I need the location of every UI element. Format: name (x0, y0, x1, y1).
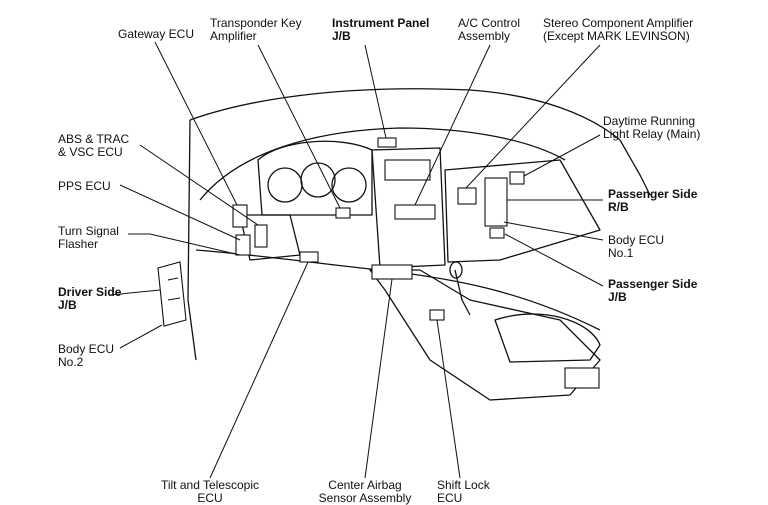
label-shift-lock-ecu: Shift Lock ECU (437, 478, 490, 505)
leader-passenger-jb (504, 233, 604, 287)
airbag-sensor-box (371, 264, 413, 280)
shift-lock-box (429, 309, 445, 321)
passenger-rb-box (484, 177, 508, 227)
leader-ac (414, 44, 491, 206)
left-pillar (187, 119, 197, 361)
stereo-amp-box (457, 187, 477, 205)
label-turn-signal-flasher: Turn Signal Flasher (58, 224, 119, 251)
label-instrument-panel-jb: Instrument Panel J/B (332, 16, 430, 43)
leader-tilt (209, 261, 309, 479)
instrument-panel-jb-box (377, 137, 397, 148)
driver-side-jb-module (157, 261, 187, 327)
dash-upper-edge (199, 127, 566, 201)
center-stack (371, 147, 446, 269)
gauge-left (267, 167, 303, 203)
label-body-ecu-no1: Body ECU No.1 (608, 233, 665, 260)
leader-turn-signal (128, 233, 241, 256)
right-pillar (619, 139, 651, 196)
rear-vent (564, 367, 600, 389)
leader-abs (139, 144, 259, 226)
abs-ecu-box (254, 224, 268, 248)
leader-body-ecu-2 (119, 324, 163, 349)
label-abs-trac-vsc-ecu: ABS & TRAC & VSC ECU (58, 132, 130, 159)
label-tilt-telescopic-ecu: Tilt and Telescopic ECU (160, 478, 260, 505)
gauge-right (331, 167, 367, 203)
label-driver-side-jb: Driver Side J/B (58, 285, 122, 312)
passenger-jb-box (489, 227, 505, 239)
label-transponder-key-amplifier: Transponder Key Amplifier (210, 16, 302, 43)
vents-center (384, 159, 431, 181)
label-passenger-side-jb: Passenger Side J/B (608, 277, 698, 304)
leader-drl (523, 134, 601, 177)
leader-shift-lock (436, 319, 461, 479)
label-body-ecu-no2: Body ECU No.2 (58, 342, 115, 369)
leader-stereo (465, 44, 601, 189)
label-daytime-running-light-relay: Daytime Running Light Relay (Main) (603, 114, 701, 141)
leader-gateway (154, 41, 238, 206)
gauge-center (300, 162, 336, 198)
leader-body-ecu-1 (503, 221, 604, 241)
shift-knob (449, 261, 463, 279)
leader-transponder (257, 44, 341, 209)
leader-ip-jb (364, 44, 387, 139)
armrest (494, 313, 601, 363)
leader-pps (119, 184, 241, 241)
label-stereo-component-amplifier: Stereo Component Amplifier (Except MARK … (543, 16, 694, 43)
label-passenger-side-rb: Passenger Side R/B (608, 187, 698, 214)
dash-top-outline (189, 88, 621, 141)
leader-driver-jb (109, 289, 161, 296)
cluster-hood (257, 140, 373, 216)
shift-lever (454, 269, 471, 316)
transponder-box (335, 207, 351, 219)
dash-lower-edge (195, 249, 601, 331)
label-ac-control-assembly: A/C Control Assembly (458, 16, 521, 43)
pps-ecu-box (235, 234, 251, 256)
drl-relay-box (509, 171, 525, 185)
tilt-ecu-box (299, 251, 319, 263)
leader-airbag (364, 278, 393, 479)
glovebox-area (444, 159, 601, 263)
ac-control-box (394, 204, 436, 220)
label-pps-ecu: PPS ECU (58, 179, 111, 193)
label-gateway-ecu: Gateway ECU (117, 27, 195, 41)
label-center-airbag-sensor: Center Airbag Sensor Assembly (318, 478, 412, 505)
